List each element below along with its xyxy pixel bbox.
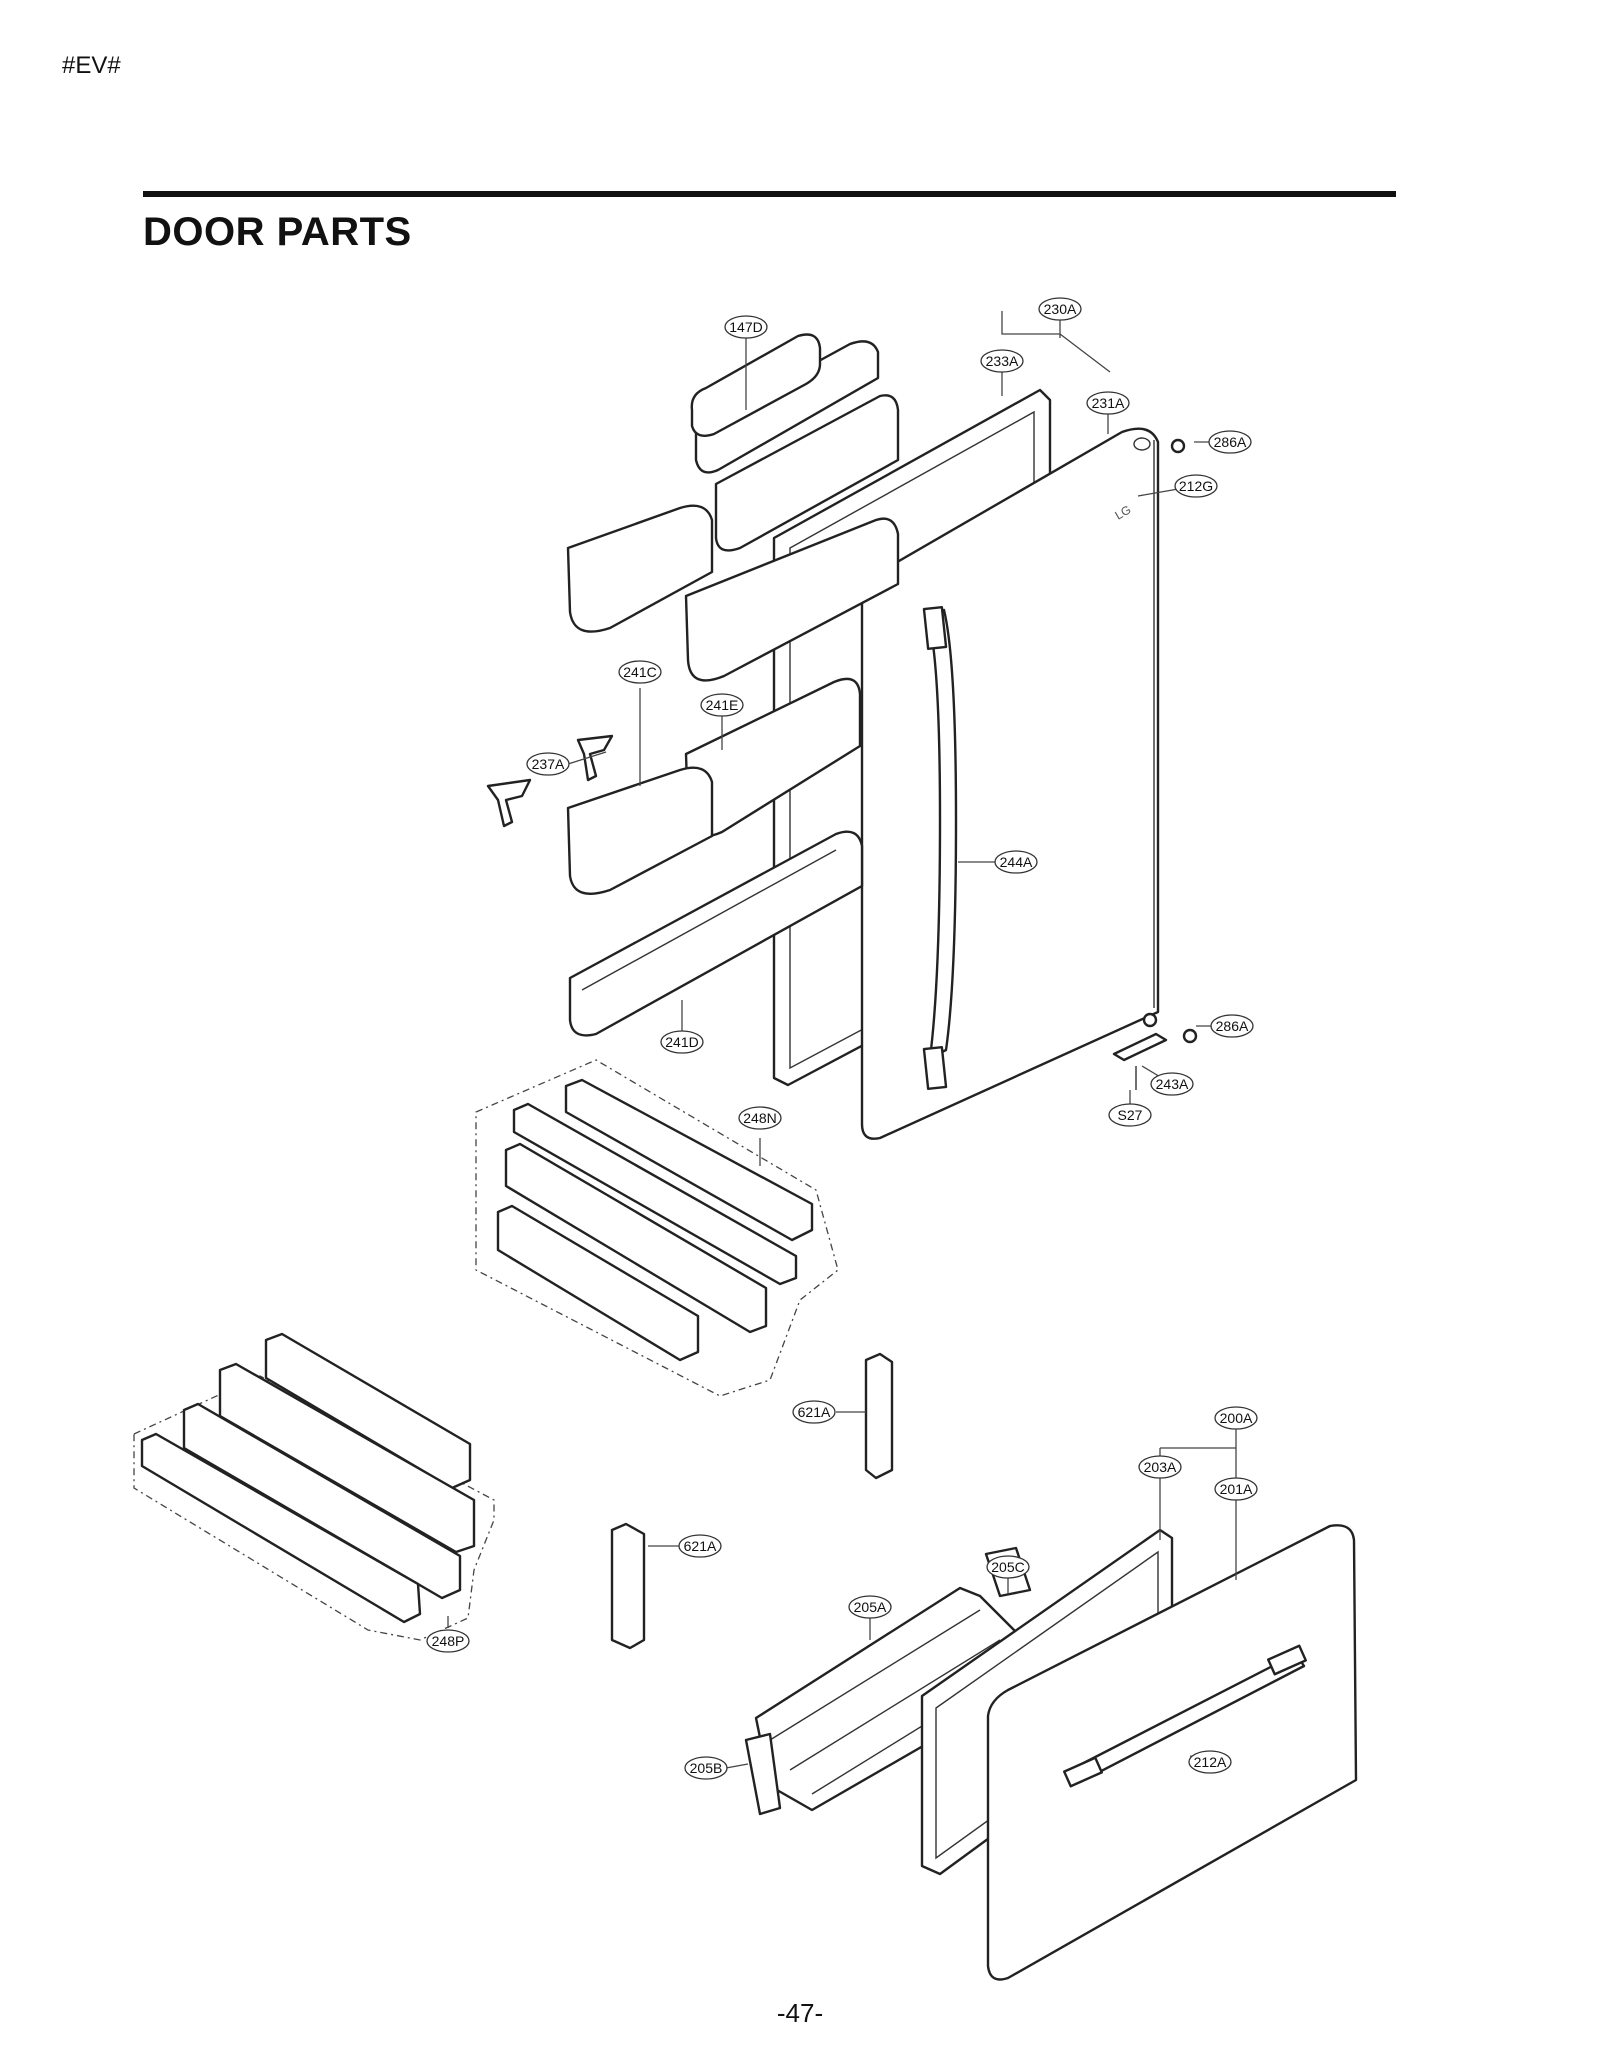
callout-147D: 147D — [724, 315, 768, 339]
svg-text:147D: 147D — [729, 319, 762, 335]
svg-text:230A: 230A — [1044, 301, 1077, 317]
callout-201A: 201A — [1214, 1477, 1258, 1501]
callout-241D: 241D — [660, 1030, 704, 1054]
callout-205A: 205A — [848, 1595, 892, 1619]
svg-text:212A: 212A — [1194, 1754, 1227, 1770]
svg-text:LG: LG — [1113, 502, 1134, 522]
callout-243A: 243A — [1150, 1072, 1194, 1096]
callout-230A: 230A — [1038, 297, 1082, 321]
callout-233A: 233A — [980, 349, 1024, 373]
svg-text:203A: 203A — [1144, 1459, 1177, 1475]
svg-text:621A: 621A — [684, 1538, 717, 1554]
page-number: -47- — [776, 1998, 824, 2028]
svg-text:237A: 237A — [532, 756, 565, 772]
svg-text:S27: S27 — [1118, 1107, 1143, 1123]
callout-200A: 200A — [1214, 1406, 1258, 1430]
section-title: DOOR PARTS — [143, 210, 412, 254]
callout-621A-upper: 621A — [792, 1400, 836, 1424]
svg-text:243A: 243A — [1156, 1076, 1189, 1092]
svg-text:286A: 286A — [1216, 1018, 1249, 1034]
svg-text:200A: 200A — [1220, 1410, 1253, 1426]
callout-248N: 248N — [738, 1106, 782, 1130]
svg-text:205B: 205B — [690, 1760, 723, 1776]
callout-S27: S27 — [1108, 1103, 1152, 1127]
dairy-bin-147d — [690, 333, 900, 552]
svg-text:233A: 233A — [986, 353, 1019, 369]
svg-text:286A: 286A — [1214, 434, 1247, 450]
callout-231A: 231A — [1086, 391, 1130, 415]
door-231a: LG — [860, 427, 1160, 1140]
leader-lines — [447, 309, 1237, 1769]
callout-205C: 205C — [986, 1555, 1030, 1579]
callout-237A: 237A — [526, 752, 570, 776]
bracket-621a-upper — [864, 1352, 894, 1480]
title-rule — [143, 191, 1396, 197]
svg-text:248N: 248N — [743, 1110, 776, 1126]
rail-assembly-248n — [496, 1078, 814, 1362]
callout-621A-lower: 621A — [678, 1534, 722, 1558]
svg-text:241E: 241E — [706, 697, 739, 713]
svg-text:241C: 241C — [623, 664, 656, 680]
svg-text:248P: 248P — [432, 1633, 465, 1649]
callout-286A-bottom: 286A — [1210, 1014, 1254, 1038]
callout-212G: 212G — [1174, 474, 1218, 498]
callout-241C: 241C — [618, 660, 662, 684]
callout-203A: 203A — [1138, 1455, 1182, 1479]
callout-212A: 212A — [1188, 1750, 1232, 1774]
bracket-621a-lower — [610, 1522, 646, 1650]
callout-205B: 205B — [684, 1756, 728, 1780]
drawer-door-201a — [986, 1524, 1358, 1981]
callout-286A-top: 286A — [1208, 430, 1252, 454]
callout-244A: 244A — [994, 850, 1038, 874]
svg-text:205C: 205C — [991, 1559, 1024, 1575]
svg-text:621A: 621A — [798, 1404, 831, 1420]
svg-text:244A: 244A — [1000, 854, 1033, 870]
callout-248P: 248P — [426, 1629, 470, 1653]
svg-text:212G: 212G — [1179, 478, 1213, 494]
callout-241E: 241E — [700, 693, 744, 717]
svg-text:201A: 201A — [1220, 1481, 1253, 1497]
svg-text:231A: 231A — [1092, 395, 1125, 411]
hinge-243a — [1112, 438, 1198, 1090]
svg-text:205A: 205A — [854, 1599, 887, 1615]
svg-text:241D: 241D — [665, 1034, 698, 1050]
model-code: #EV# — [62, 52, 121, 79]
door-bins — [566, 504, 900, 1037]
rail-assembly-248p — [140, 1332, 476, 1624]
